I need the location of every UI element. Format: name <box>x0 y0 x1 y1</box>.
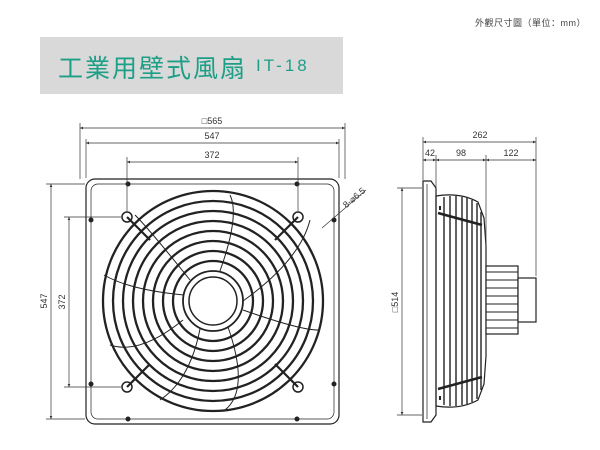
grill-lug <box>121 211 133 223</box>
fan-hub <box>188 276 238 326</box>
dim-depth-c-label: 122 <box>503 148 518 158</box>
side-dimension-labels: 262 42 98 122 □514 <box>390 130 519 312</box>
unit-note: 外觀尺寸圖（單位：mm） <box>475 18 586 28</box>
frame-hole <box>294 416 300 422</box>
dim-holes-label: 8-⌀6.5 <box>341 186 367 210</box>
fan-blades <box>103 194 319 411</box>
front-frame-inner <box>90 183 335 420</box>
side-dimensions <box>397 137 537 416</box>
front-dimensions <box>46 123 367 420</box>
side-grill <box>435 194 487 408</box>
fan-grill <box>101 189 325 413</box>
front-view <box>85 178 340 425</box>
motor-body <box>485 265 519 335</box>
grill-lug <box>292 381 304 393</box>
grill-lug <box>121 381 133 393</box>
dim-outer-label: □565 <box>202 116 222 126</box>
frame-hole <box>88 381 94 387</box>
frame-hole <box>125 181 131 187</box>
frame-hole <box>294 181 300 187</box>
model-number: IT-18 <box>256 56 310 75</box>
motor-fins <box>486 271 518 329</box>
side-view <box>422 180 537 423</box>
frame-hole <box>88 217 94 223</box>
motor-end-cap <box>517 277 537 323</box>
frame-hole <box>331 381 337 387</box>
dim-mount-h-label: 372 <box>204 150 219 160</box>
side-grill-ribs <box>443 196 482 406</box>
dim-depth-total-label: 262 <box>472 130 487 140</box>
frame-hole <box>125 416 131 422</box>
dim-depth-b-label: 98 <box>456 148 466 158</box>
side-plate <box>422 180 437 423</box>
title-band: 工業用壁式風扇 IT-18 <box>40 37 343 94</box>
dim-square-label: □514 <box>390 292 400 312</box>
dim-mount-v-label: 372 <box>57 294 67 309</box>
front-frame-outer <box>85 178 340 425</box>
grill-lug <box>292 211 304 223</box>
dim-width-label: 547 <box>204 131 219 141</box>
product-title: 工業用壁式風扇 <box>58 55 248 83</box>
dim-height-label: 547 <box>39 293 49 308</box>
dim-depth-a-label: 42 <box>425 148 435 158</box>
